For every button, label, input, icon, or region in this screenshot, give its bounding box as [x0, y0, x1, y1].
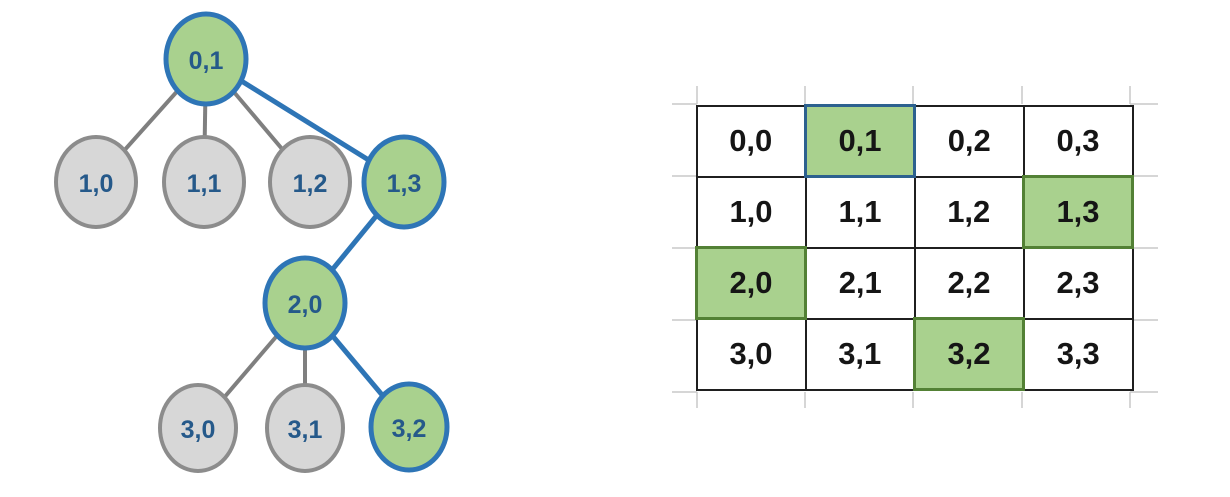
grid-cell-2-1: 2,1: [804, 246, 916, 320]
tree-node-circle: [262, 255, 348, 351]
tree-node-0-1: 0,1: [163, 11, 249, 107]
grid-cell-3-1: 3,1: [804, 317, 916, 391]
tree-node-1-1: 1,1: [162, 135, 246, 229]
tree-node-circle: [361, 134, 447, 230]
tree-node-3-0: 3,0: [158, 383, 238, 473]
grid-cell-3-3: 3,3: [1022, 317, 1134, 391]
tree-node-label: 3,1: [288, 416, 323, 444]
grid-cell-1-1: 1,1: [804, 175, 916, 249]
grid-cell-0-2: 0,2: [913, 104, 1025, 178]
grid-cell-1-3: 1,3: [1022, 175, 1134, 249]
matrix-row-2: 2,0 2,1 2,2 2,3: [695, 246, 1134, 320]
tree-node-circle: [163, 11, 249, 107]
tree-node-label: 0,1: [189, 47, 224, 75]
grid-cell-2-2: 2,2: [913, 246, 1025, 320]
tree-node-label: 1,1: [187, 170, 222, 198]
tree-node-1-3: 1,3: [361, 134, 447, 230]
tree-node-circle: [162, 135, 246, 229]
grid-cell-1-0: 1,0: [695, 175, 807, 249]
grid-cell-0-0: 0,0: [695, 104, 807, 178]
tree-node-circle: [268, 135, 352, 229]
tree-node-3-1: 3,1: [265, 383, 345, 473]
matrix-row-0: 0,0 0,1 0,2 0,3: [695, 104, 1134, 178]
tree-node-label: 3,0: [181, 416, 216, 444]
grid-cell-0-3: 0,3: [1022, 104, 1134, 178]
tree-node-circle: [54, 135, 138, 229]
matrix-row-1: 1,0 1,1 1,2 1,3: [695, 175, 1134, 249]
grid-cell-3-2: 3,2: [913, 317, 1025, 391]
grid-cell-3-0: 3,0: [695, 317, 807, 391]
tree-node-circle: [265, 383, 345, 473]
tree-node-circle: [158, 383, 238, 473]
tree-node-2-0: 2,0: [262, 255, 348, 351]
tree-node-label: 3,2: [392, 415, 427, 443]
tree-node-circle: [368, 381, 450, 473]
tree-node-1-0: 1,0: [54, 135, 138, 229]
tree-node-label: 1,3: [387, 170, 422, 198]
tree-node-label: 1,2: [293, 170, 328, 198]
matrix-table: 0,0 0,1 0,2 0,3 1,0 1,1 1,2 1,3 2,0 2,1 …: [695, 104, 1134, 391]
tree-node-label: 1,0: [79, 170, 114, 198]
gridline-stubs: [672, 86, 1158, 408]
grid-cell-0-1: 0,1: [804, 104, 916, 178]
tree-node-3-2: 3,2: [368, 381, 450, 473]
grid-cell-1-2: 1,2: [913, 175, 1025, 249]
matrix-row-3: 3,0 3,1 3,2 3,3: [695, 317, 1134, 391]
matrix-panel: 0,0 0,1 0,2 0,3 1,0 1,1 1,2 1,3 2,0 2,1 …: [672, 86, 1192, 431]
tree-node-label: 2,0: [288, 291, 323, 319]
tree-diagram: 0,1 1,0 1,1 1,2 1,3 2,0 3,0 3,1 3,2: [54, 11, 450, 473]
grid-cell-2-3: 2,3: [1022, 246, 1134, 320]
grid-cell-2-0: 2,0: [695, 246, 807, 320]
tree-node-1-2: 1,2: [268, 135, 352, 229]
